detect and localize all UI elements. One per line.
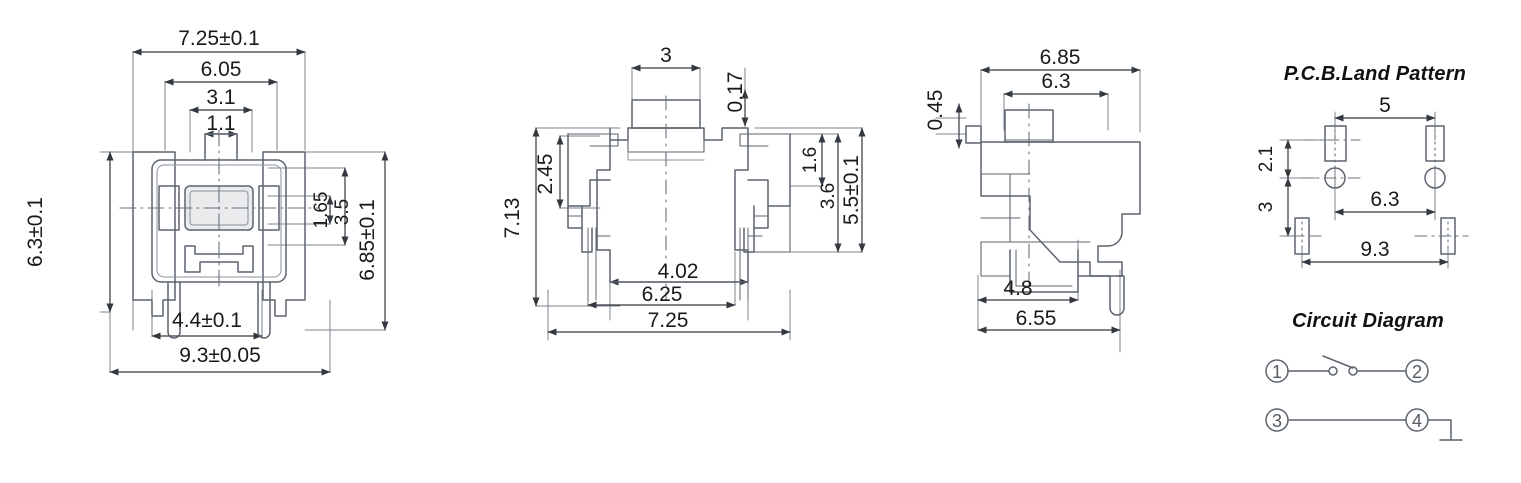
front-bottom-notch — [184, 245, 254, 273]
pcb-land-pattern-title: P.C.B.Land Pattern — [1284, 63, 1466, 85]
label-pcb-bottom-span: 9.3 — [1360, 238, 1389, 261]
label-pcb-vert-upper: 2.1 — [1256, 146, 1277, 172]
label-side-right-small: 1.6 — [800, 147, 821, 173]
circuit-ground-lead — [1427, 419, 1452, 441]
circuit-terminal-1-label: 1 — [1272, 362, 1282, 382]
label-front-right-total: 6.85±0.1 — [356, 199, 379, 281]
label-profile-step: 0.45 — [924, 90, 947, 131]
label-side-top-width: 3 — [660, 44, 672, 67]
label-front-right-mid: 3.5 — [332, 199, 353, 225]
front-left-bracket — [132, 151, 176, 317]
label-side-height-upper: 2.45 — [534, 154, 557, 195]
circuit-diagram-view — [1265, 355, 1463, 441]
side-section-view — [532, 64, 866, 341]
label-side-outer-span: 7.25 — [648, 309, 689, 332]
label-front-body-width: 6.05 — [201, 58, 242, 81]
label-profile-inner: 4.8 — [1003, 277, 1032, 300]
circuit-contact-left — [1328, 366, 1338, 376]
front-leg-left — [167, 281, 181, 339]
label-side-mid-span: 6.25 — [642, 283, 683, 306]
label-side-inner-span: 4.02 — [658, 260, 699, 283]
label-side-right-total: 5.5±0.1 — [840, 155, 863, 225]
label-pcb-vert-lower: 3 — [1256, 202, 1277, 213]
label-pcb-top-pitch: 5 — [1379, 94, 1391, 117]
label-profile-outer: 6.55 — [1016, 307, 1057, 330]
label-front-lead-span: 9.3±0.05 — [179, 344, 261, 367]
side-left-terminal — [567, 205, 583, 229]
side-right-terminal — [753, 205, 769, 229]
circuit-diagram-title: Circuit Diagram — [1292, 310, 1444, 332]
profile-lead-inner — [1009, 249, 1079, 293]
label-front-pin-pitch: 4.4±0.1 — [172, 309, 242, 332]
pcb-land-pattern-view — [1279, 111, 1469, 269]
profile-lead-outer — [1077, 275, 1125, 316]
label-pcb-mid-pitch: 6.3 — [1370, 188, 1399, 211]
label-front-stem-width: 3.1 — [206, 86, 235, 109]
label-side-right-mid: 3.6 — [818, 183, 839, 209]
side-left-wing — [567, 133, 611, 207]
profile-body-outline — [980, 141, 1141, 277]
label-front-height: 6.3±0.1 — [24, 197, 47, 267]
circuit-terminal-4-label: 4 — [1412, 411, 1422, 431]
front-right-bracket — [262, 151, 306, 317]
label-front-overall-width: 7.25±0.1 — [178, 27, 260, 50]
circuit-contact-right — [1348, 366, 1358, 376]
profile-view — [935, 66, 1141, 353]
label-side-height-total: 7.13 — [501, 198, 524, 239]
label-profile-overall: 6.85 — [1040, 46, 1081, 69]
front-view — [99, 48, 389, 376]
circuit-terminal-3-label: 3 — [1272, 411, 1282, 431]
label-profile-body: 6.3 — [1041, 70, 1070, 93]
circuit-switch-blade — [1322, 355, 1354, 369]
front-right-slot — [258, 185, 280, 231]
label-side-thickness: 0.17 — [724, 72, 747, 113]
front-leg-right — [257, 281, 271, 339]
label-front-plunger-width: 1.1 — [206, 112, 235, 135]
label-front-right-small: 1.65 — [311, 192, 332, 229]
circuit-terminal-2-label: 2 — [1412, 362, 1422, 382]
